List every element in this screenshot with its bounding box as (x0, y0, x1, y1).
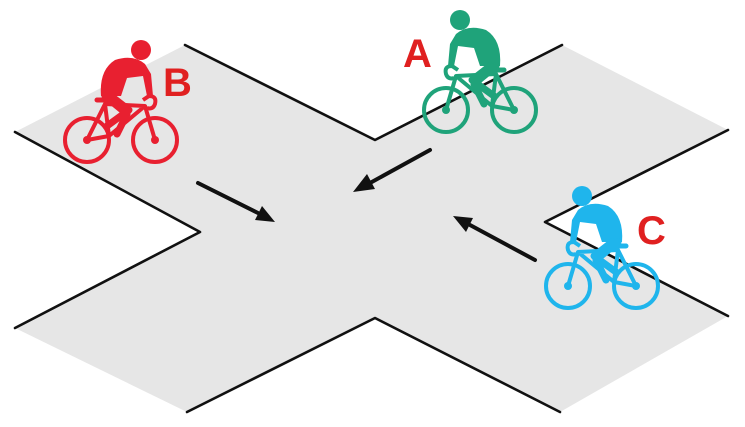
label-a: A (403, 32, 432, 76)
road-edge-right (543, 128, 730, 318)
arrow-from-c (453, 216, 537, 262)
road-edge-top (183, 43, 564, 142)
label-c: C (637, 209, 666, 253)
arrow-from-a (353, 148, 432, 192)
intersection-road (15, 45, 728, 412)
arrow-from-b (196, 181, 275, 222)
label-b: B (163, 61, 192, 105)
road-edge-bottom (185, 316, 562, 414)
road-edge-left (13, 130, 202, 330)
road-edges (13, 43, 730, 414)
